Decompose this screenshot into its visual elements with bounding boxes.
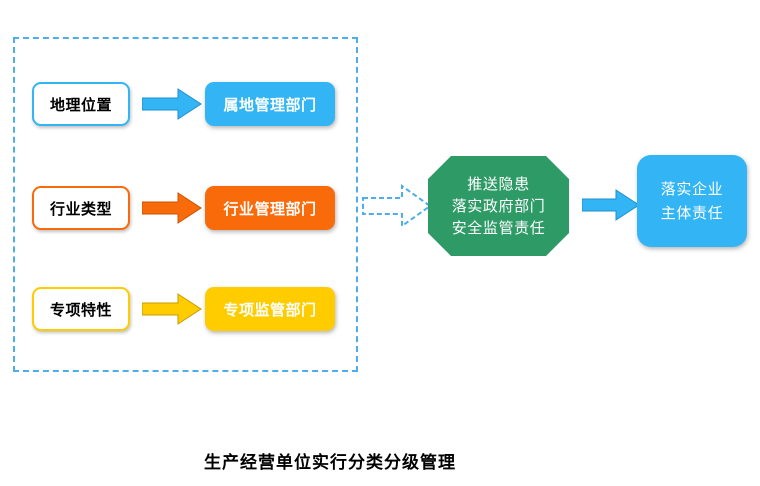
target-box-territorial-dept[interactable]: 属地管理部门 <box>205 82 335 126</box>
octagon-shape <box>428 156 569 256</box>
target-box-special-supervision-dept[interactable]: 专项监管部门 <box>205 287 335 331</box>
target-box-territorial-dept-label: 属地管理部门 <box>223 95 317 114</box>
octagon-line-3: 安全监管责任 <box>451 219 546 237</box>
final-box-enterprise-responsibility[interactable]: 落实企业 主体责任 <box>637 155 747 247</box>
target-box-industry-dept-label: 行业管理部门 <box>223 199 317 218</box>
final-box-line-2: 主体责任 <box>660 204 724 222</box>
octagon-text: 推送隐患 落实政府部门 安全监管责任 <box>428 156 569 256</box>
right-arrow-icon-row3 <box>142 292 202 326</box>
source-box-special-feature[interactable]: 专项特性 <box>32 287 130 331</box>
source-box-geography-label: 地理位置 <box>49 95 112 114</box>
octagon-line-1: 推送隐患 <box>467 175 530 193</box>
source-box-industry-type-label: 行业类型 <box>49 199 112 218</box>
source-box-special-feature-label: 专项特性 <box>49 300 112 319</box>
target-box-industry-dept[interactable]: 行业管理部门 <box>205 186 335 230</box>
right-arrow-icon-row2 <box>142 191 202 225</box>
classification-group-container <box>13 37 358 372</box>
target-box-special-supervision-dept-label: 专项监管部门 <box>223 300 317 319</box>
source-box-industry-type[interactable]: 行业类型 <box>32 186 130 230</box>
source-box-geography[interactable]: 地理位置 <box>32 82 130 126</box>
right-arrow-icon-row1 <box>142 87 202 121</box>
dashed-right-arrow-icon <box>362 182 432 230</box>
octagon-push-hazard[interactable]: 推送隐患 落实政府部门 安全监管责任 <box>428 156 569 256</box>
octagon-line-2: 落实政府部门 <box>451 197 546 215</box>
final-box-line-1: 落实企业 <box>660 180 724 198</box>
diagram-caption: 生产经营单位实行分类分级管理 <box>204 453 456 473</box>
right-arrow-icon-final <box>582 189 640 221</box>
